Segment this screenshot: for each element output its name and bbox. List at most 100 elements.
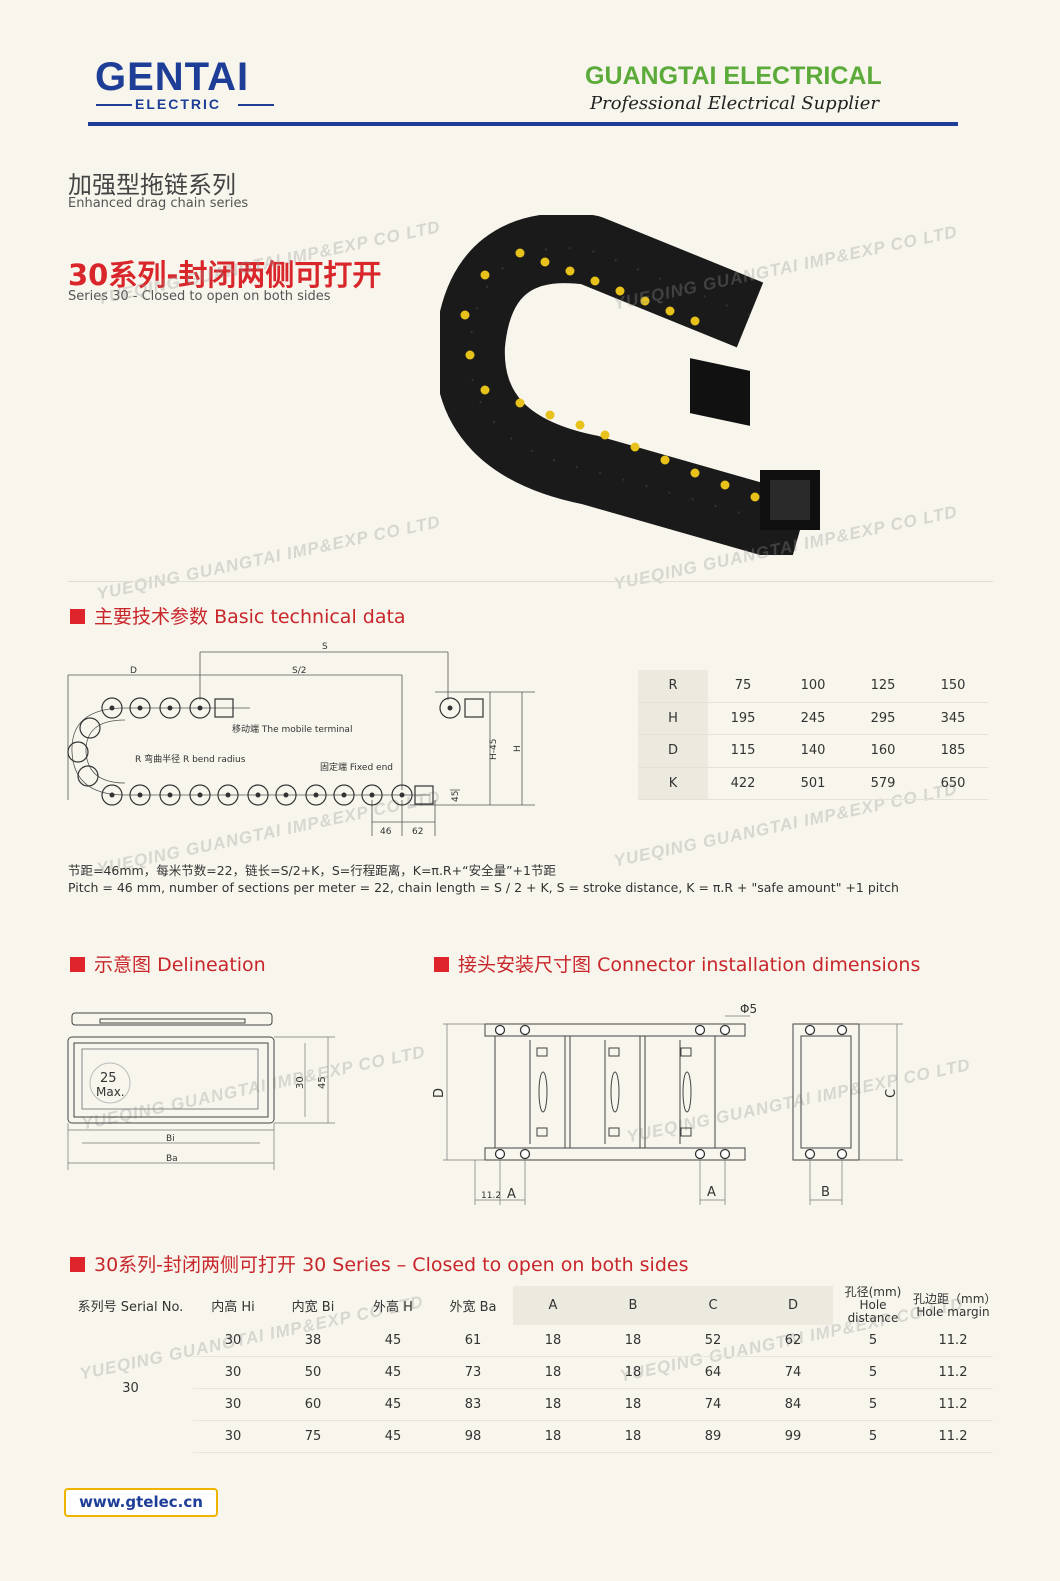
col-header: D — [753, 1286, 833, 1325]
website-link[interactable]: www.gtelec.cn — [64, 1488, 218, 1517]
delineation-heading: 示意图 Delineation — [70, 950, 266, 977]
logo-wordmark: GENTAI — [95, 55, 250, 99]
param-value: 650 — [918, 767, 988, 800]
margin-header-cn: 孔边距（mm） — [913, 1291, 997, 1306]
table-row: D 115 140 160 185 — [638, 734, 988, 768]
logo-subtitle: ELECTRIC — [135, 96, 221, 112]
param-value: 125 — [848, 670, 918, 703]
param-value: 579 — [848, 767, 918, 800]
dim-label-h-minus-45: H-45 — [489, 739, 499, 760]
connector-title-cn: 接头安装尺寸图 — [458, 954, 592, 976]
chain-dimension-diagram: S S/2 D 移动端 The mobile terminal R 弯曲半径 R… — [67, 642, 535, 837]
table-cell: 18 — [513, 1356, 593, 1389]
table-header-row: 系列号 Serial No. 内高 Hi 内宽 Bi 外高 H 外宽 Ba A … — [68, 1286, 997, 1325]
dim-label-ba: Ba — [166, 1154, 178, 1164]
category-title-cn: 加强型拖链系列 — [68, 171, 236, 199]
table-cell: 99 — [753, 1420, 833, 1453]
param-value: 245 — [778, 702, 848, 735]
param-label: R — [638, 670, 708, 703]
delineation-diagram: 25 Max. 30 45 Bi Ba — [67, 1012, 335, 1170]
table-row: 30 60 45 83 18 18 74 84 5 11.2 — [68, 1388, 993, 1421]
logo-rule-left — [96, 104, 132, 106]
table-cell: 11.2 — [913, 1420, 993, 1453]
table-cell: 45 — [353, 1325, 433, 1357]
table-cell: 5 — [833, 1325, 913, 1357]
connector-title-en: Connector installation dimensions — [597, 954, 921, 976]
serial-no-cell: 30 — [122, 1381, 139, 1397]
category-title-en: Enhanced drag chain series — [68, 196, 249, 211]
dim-label-11-2: 11.2 — [481, 1191, 501, 1201]
spec-table: 系列号 Serial No. 内高 Hi 内宽 Bi 外高 H 外宽 Ba A … — [68, 1286, 997, 1453]
dim-label-phi5: Φ5 — [740, 1002, 757, 1016]
company-tagline: Professional Electrical Supplier — [590, 93, 879, 114]
basic-data-heading: 主要技术参数 Basic technical data — [70, 602, 406, 629]
connector-dimension-diagram: Φ5 D C A A B 11.2 — [432, 1002, 903, 1205]
table-cell: 50 — [273, 1356, 353, 1389]
table-cell: 83 — [433, 1388, 513, 1421]
param-value: 185 — [918, 734, 988, 768]
table-cell: 18 — [593, 1325, 673, 1357]
table-cell: 45 — [353, 1420, 433, 1453]
dim-label-62: 62 — [412, 827, 423, 837]
hole-header-en: Hole distance — [847, 1298, 899, 1325]
parameter-table: R 75 100 125 150 H 195 245 295 345 D 115… — [638, 670, 988, 800]
col-header-margin: 孔边距（mm）Hole margin — [913, 1286, 997, 1325]
dim-label-45: 45 — [451, 791, 461, 802]
label-mobile-terminal: 移动端 The mobile terminal — [232, 723, 352, 735]
dim-label-a: A — [707, 1185, 716, 1200]
table-cell: 74 — [753, 1356, 833, 1389]
section-marker — [70, 1257, 85, 1272]
company-name: GUANGTAI ELECTRICAL — [585, 62, 882, 90]
param-value: 150 — [918, 670, 988, 703]
table-cell: 5 — [833, 1356, 913, 1389]
param-label: D — [638, 734, 708, 768]
header-rule — [88, 122, 958, 126]
param-value: 160 — [848, 734, 918, 768]
section-divider — [68, 581, 993, 582]
table-cell: 98 — [433, 1420, 513, 1453]
dim-label-46: 46 — [380, 827, 392, 837]
pitch-note-en: Pitch = 46 mm, number of sections per me… — [68, 880, 899, 895]
param-value: 345 — [918, 702, 988, 735]
param-value: 501 — [778, 767, 848, 800]
table-cell: 18 — [513, 1420, 593, 1453]
series-title-en: Series 30 - Closed to open on both sides — [68, 289, 331, 304]
param-label: K — [638, 767, 708, 800]
col-header: 外高 H — [373, 1300, 413, 1315]
dim-label-s: S — [322, 642, 328, 652]
section-marker — [70, 957, 85, 972]
label-bend-radius: R 弯曲半径 R bend radius — [135, 753, 246, 765]
dim-label-d: D — [130, 666, 137, 676]
table-cell: 18 — [513, 1388, 593, 1421]
table-row: 30 75 45 98 18 18 89 99 5 11.2 — [68, 1420, 993, 1453]
delineation-title-cn: 示意图 — [94, 954, 152, 976]
basic-data-title-en: Basic technical data — [214, 606, 406, 628]
spec-table-title: 30系列-封闭两侧可打开 30 Series – Closed to open … — [94, 1254, 689, 1276]
table-cell: 30 — [193, 1356, 273, 1389]
dim-label-bi: Bi — [166, 1134, 175, 1144]
table-row: 30 30 38 45 61 18 18 52 62 5 11.2 — [68, 1325, 993, 1396]
dim-label-a: A — [507, 1187, 516, 1202]
series-title-cn: 30系列-封闭两侧可打开 — [68, 258, 382, 292]
col-header: A — [513, 1286, 593, 1325]
col-header: 外宽 Ba — [449, 1300, 497, 1315]
dim-label-b: B — [821, 1185, 830, 1200]
table-cell: 89 — [673, 1420, 753, 1453]
spec-table-heading: 30系列-封闭两侧可打开 30 Series – Closed to open … — [70, 1250, 688, 1277]
param-value: 140 — [778, 734, 848, 768]
table-cell: 30 — [193, 1420, 273, 1453]
param-value: 100 — [778, 670, 848, 703]
table-cell: 84 — [753, 1388, 833, 1421]
dim-label-45: 45 — [317, 1076, 328, 1089]
connector-heading: 接头安装尺寸图 Connector installation dimension… — [434, 950, 920, 977]
table-row: K 422 501 579 650 — [638, 767, 988, 800]
param-label: H — [638, 702, 708, 735]
table-cell: 18 — [593, 1356, 673, 1389]
dim-label-30: 30 — [295, 1076, 306, 1089]
table-cell: 18 — [513, 1325, 593, 1357]
logo-rule-right — [238, 104, 274, 106]
col-header-hole: 孔径(mm)Hole distance — [833, 1286, 913, 1325]
table-cell: 45 — [353, 1388, 433, 1421]
max-number: 25 — [100, 1071, 117, 1086]
max-label: Max. — [96, 1085, 125, 1099]
